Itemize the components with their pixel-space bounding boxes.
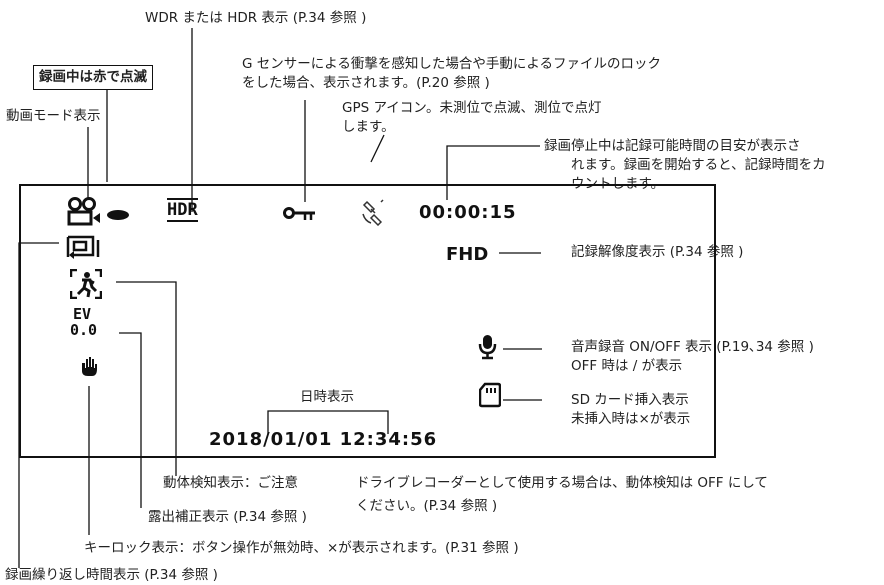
label-loop: 録画繰り返し時間表示 (P.34 参照 ): [5, 567, 218, 583]
key-lock-icon: [283, 207, 315, 220]
hand-icon: [82, 357, 97, 376]
camera-screen: HDR 00:00:15 FHD: [19, 184, 716, 458]
loop-record-icon: [66, 235, 100, 259]
label-video-mode: 動画モード表示: [6, 108, 101, 124]
label-time-1: 録画停止中は記録可能時間の目安が表示さ: [544, 138, 801, 154]
label-motion-prefix: 動体検知表示：ご注意: [163, 475, 298, 491]
label-time-2: れます。録画を開始すると、記録時間をカ: [571, 157, 826, 173]
label-gsensor-1: G センサーによる衝撃を感知した場合や手動によるファイルのロック: [242, 56, 661, 72]
gps-satellite-icon: [362, 199, 384, 226]
label-sd-1: SD カード挿入表示: [571, 392, 689, 408]
label-gps-1: GPS アイコン。未測位で点滅、測位で点灯: [342, 100, 602, 116]
label-motion-2: ください。(P.34 参照 ): [356, 498, 498, 514]
label-sd-2: 未挿入時は×が表示: [571, 411, 691, 427]
motion-detect-icon: [70, 269, 102, 299]
sd-card-icon: [479, 382, 501, 408]
label-resolution: 記録解像度表示 (P.34 参照 ): [571, 244, 744, 260]
video-camera-icon: [67, 197, 100, 226]
label-gsensor-2: をした場合、表示されます。(P.20 参照 ): [242, 75, 490, 91]
label-exposure: 露出補正表示 (P.34 参照 ): [148, 509, 307, 525]
label-wdr-hdr: WDR または HDR 表示 (P.34 参照 ): [145, 10, 367, 26]
hdr-icon: HDR: [167, 198, 198, 222]
label-motion-1: ドライブレコーダーとして使用する場合は、動体検知は OFF にして: [356, 475, 768, 491]
ev-value: 0.0: [70, 321, 98, 339]
ev-label: EV: [73, 305, 92, 323]
datetime-caption: 日時表示: [300, 389, 354, 405]
label-audio-2: OFF 時は / が表示: [571, 358, 683, 374]
record-dot-icon: [107, 210, 129, 220]
date-time: 2018/01/01 12:34:56: [209, 429, 438, 450]
label-recording-blink: 録画中は赤で点滅: [33, 65, 153, 90]
label-keylock: キーロック表示：ボタン操作が無効時、×が表示されます。(P.31 参照 ): [84, 540, 519, 556]
label-audio-1: 音声録音 ON/OFF 表示 (P.19､34 参照 ): [571, 339, 814, 355]
label-gps-2: します。: [342, 119, 395, 135]
microphone-icon: [478, 335, 497, 360]
resolution-badge: FHD: [446, 244, 489, 265]
recording-time: 00:00:15: [419, 202, 517, 223]
